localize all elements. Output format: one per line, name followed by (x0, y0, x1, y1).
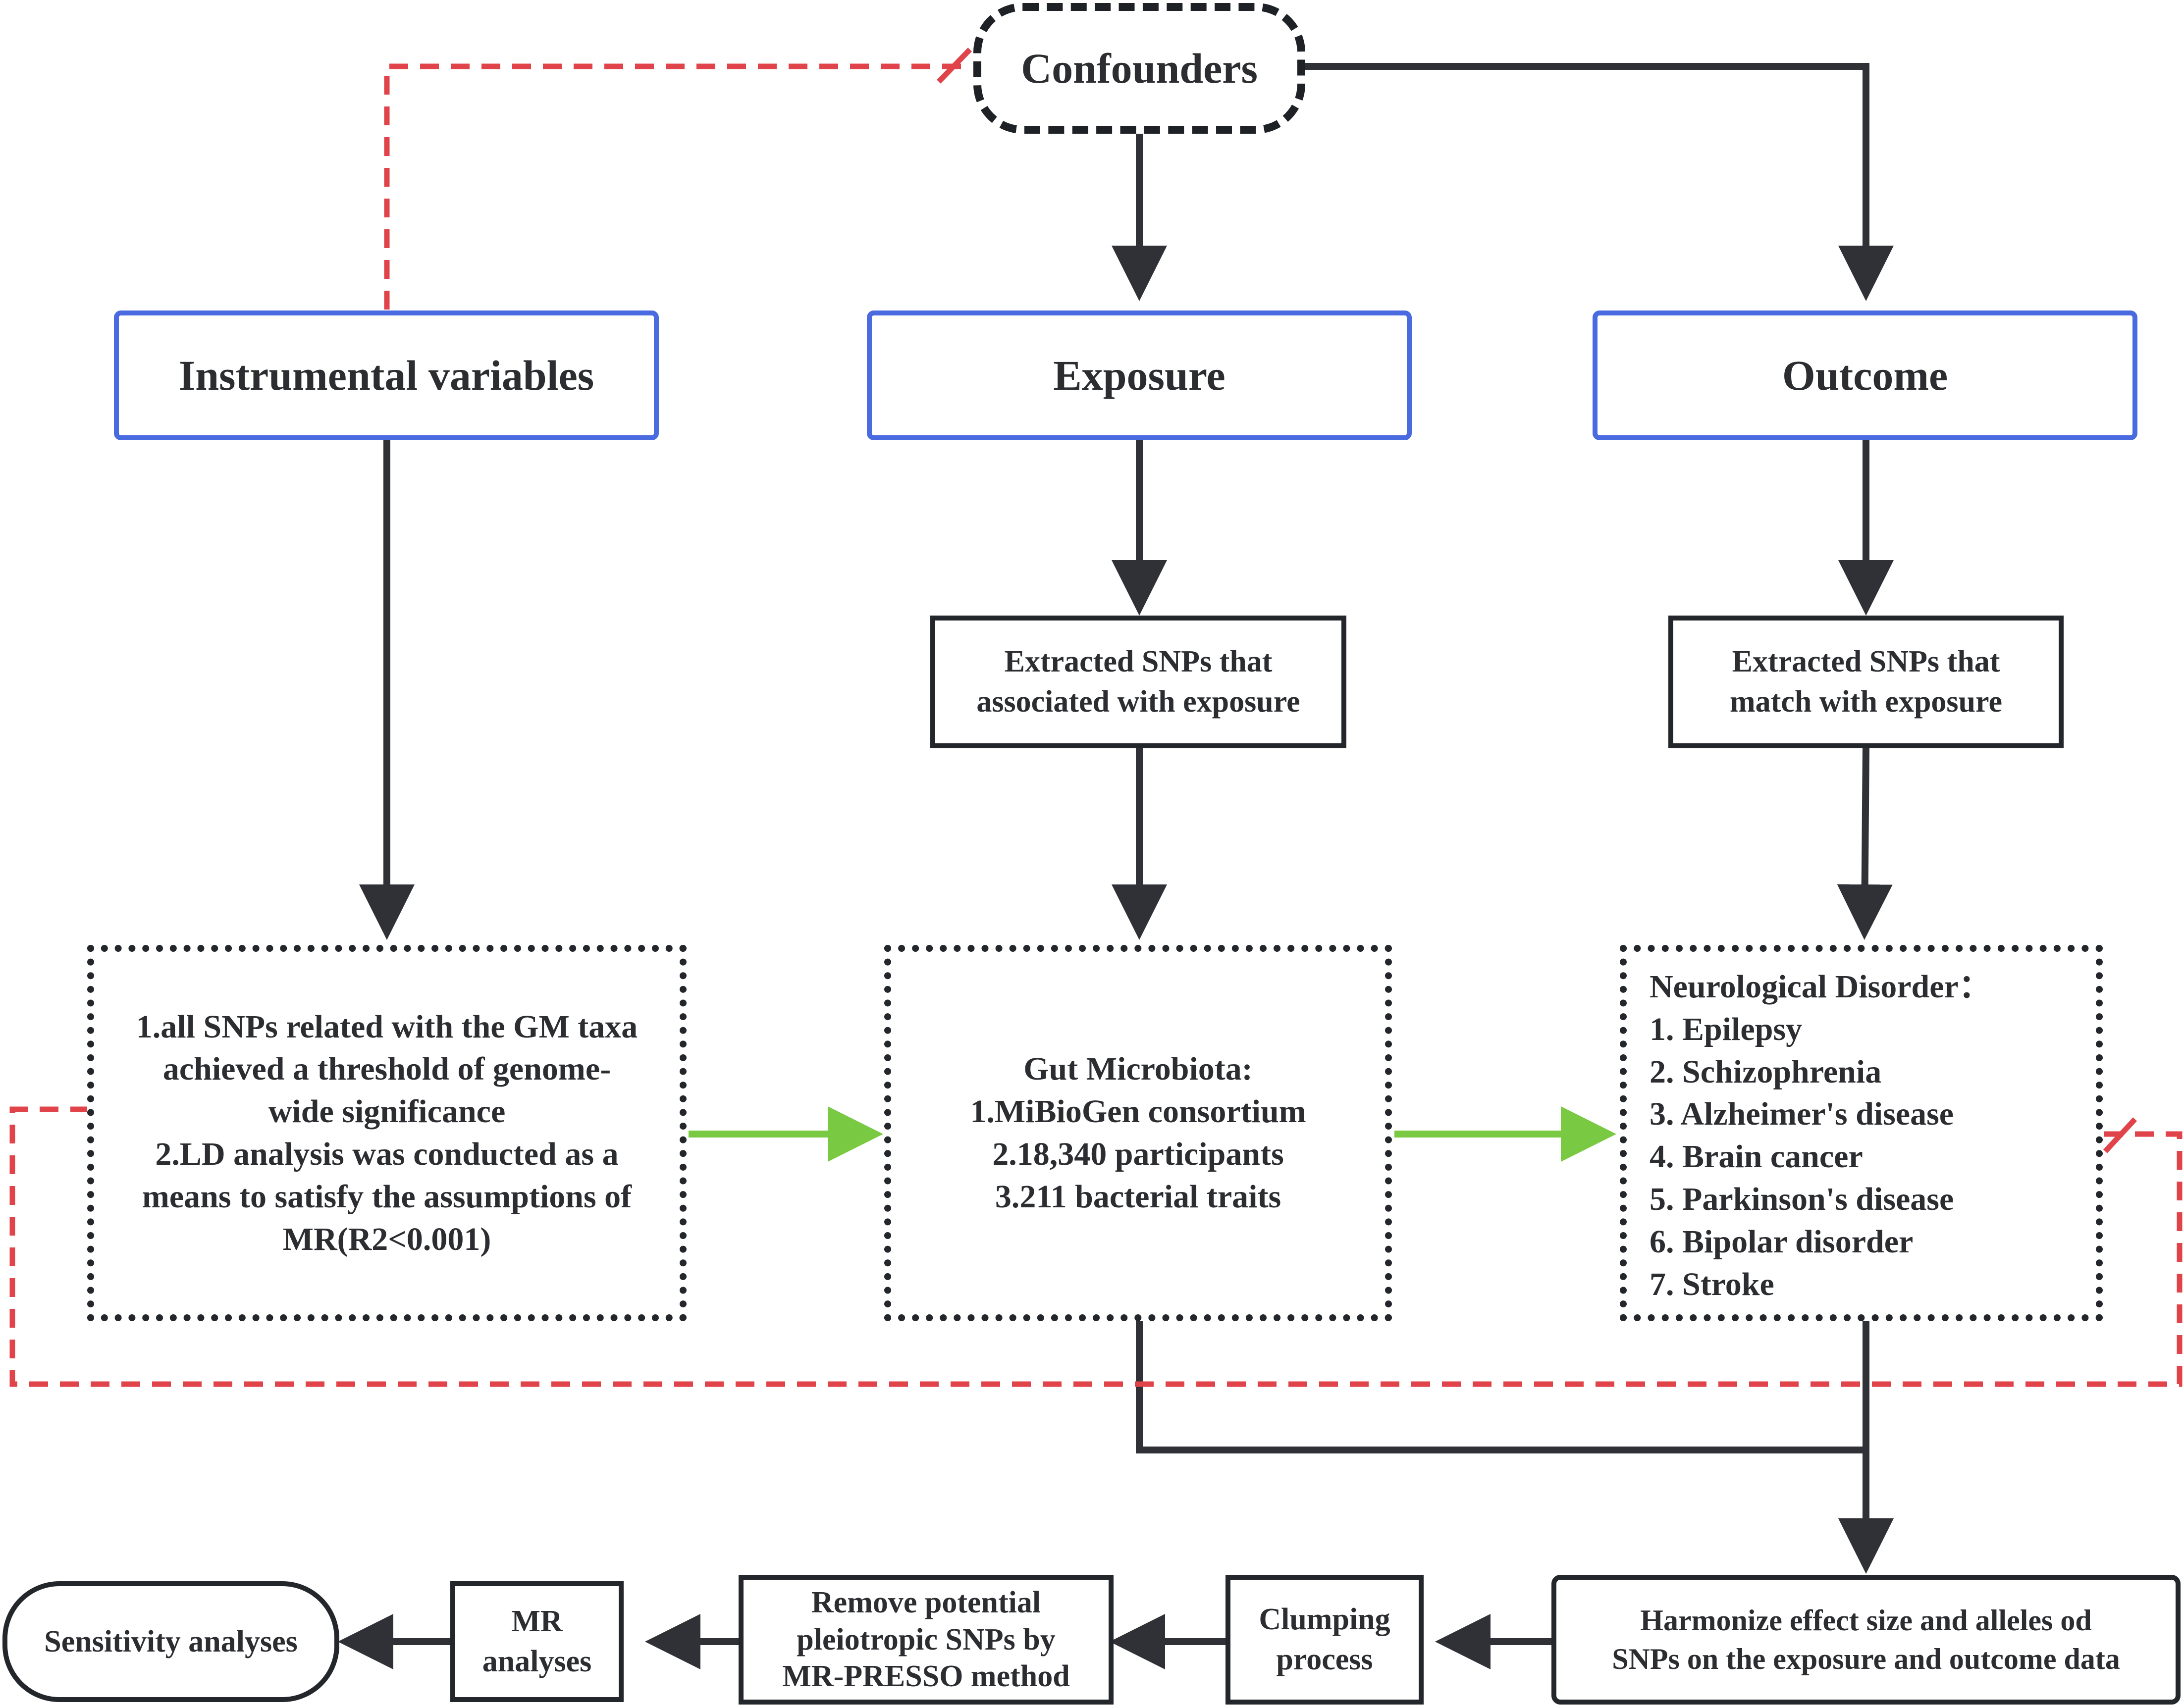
confounders-node: Confounders (973, 3, 1305, 134)
neurological-title: Neurological Disorder： (1650, 969, 1991, 1005)
dashed-iv-to-confounders (384, 63, 966, 310)
clumping-node: Clumping process (1225, 1575, 1424, 1705)
neurological-item: 6. Bipolar disorder (1650, 1223, 1914, 1260)
gut-microbiota-line-4: 3.211 bacterial traits (995, 1178, 1281, 1215)
neurological-item: 7. Stroke (1650, 1266, 1774, 1302)
neurological-item: 3. Alzheimer's disease (1650, 1096, 1954, 1133)
block-mark-outcome (2103, 1117, 2137, 1153)
dashed-iv-to-outcome (9, 1106, 2183, 1387)
exposure-label: Exposure (1053, 352, 1225, 399)
clumping-line-2: process (1276, 1643, 1373, 1676)
mr-analyses-node: MR analyses (450, 1581, 624, 1702)
sensitivity-analyses-label: Sensitivity analyses (44, 1624, 298, 1658)
harmonize-line-2: SNPs on the exposure and outcome data (1612, 1643, 2120, 1675)
arrow-extracted-to-neuro (1837, 747, 1893, 940)
extracted-exposure-line-2: associated with exposure (976, 685, 1300, 719)
extracted-snps-outcome-node: Extracted SNPs that match with exposure (1668, 616, 2064, 748)
line-gut-merge (1136, 1320, 1866, 1453)
instrumental-variables-label: Instrumental variables (178, 352, 594, 399)
mr-analyses-line-1: MR (511, 1604, 563, 1639)
exposure-node: Exposure (867, 311, 1412, 440)
mr-presso-node: Remove potential pleiotropic SNPs by MR-… (739, 1575, 1114, 1705)
neurological-item: 5. Parkinson's disease (1650, 1181, 1954, 1217)
gut-microbiota-line-2: 1.MiBioGen consortium (970, 1093, 1306, 1130)
iv-criteria-node: 1.all SNPs related with the GM taxa achi… (87, 945, 687, 1321)
harmonize-line-1: Harmonize effect size and alleles od (1640, 1604, 2092, 1637)
harmonize-node: Harmonize effect size and alleles od SNP… (1551, 1575, 2181, 1705)
gut-microbiota-line-1: Gut Microbiota: (1023, 1051, 1253, 1087)
clumping-line-1: Clumping (1259, 1603, 1390, 1637)
extracted-outcome-line-2: match with exposure (1730, 685, 2002, 719)
mr-presso-line-1: Remove potential (811, 1586, 1041, 1620)
block-mark-confounders (937, 48, 972, 84)
gut-microbiota-line-3: 2.18,340 participants (992, 1136, 1284, 1172)
mr-presso-line-2: pleiotropic SNPs by (797, 1622, 1056, 1656)
extracted-snps-exposure-node: Extracted SNPs that associated with expo… (930, 616, 1346, 748)
instrumental-variables-node: Instrumental variables (114, 311, 659, 440)
extracted-outcome-line-1: Extracted SNPs that (1732, 645, 2000, 679)
mr-presso-line-3: MR-PRESSO method (782, 1659, 1070, 1694)
neurological-disorder-node: Neurological Disorder： 1. Epilepsy 2. Sc… (1620, 945, 2103, 1321)
confounders-label: Confounders (1021, 45, 1258, 92)
mr-analyses-line-2: analyses (482, 1645, 592, 1678)
sensitivity-analyses-node: Sensitivity analyses (2, 1581, 339, 1702)
iv-criteria-line-4: 2.LD analysis was conducted as a (155, 1136, 619, 1172)
gut-microbiota-node: Gut Microbiota: 1.MiBioGen consortium 2.… (884, 945, 1392, 1321)
neurological-item: 1. Epilepsy (1650, 1011, 1803, 1047)
iv-criteria-line-5: means to satisfy the assumptions of (142, 1178, 632, 1215)
iv-criteria-line-1: 1.all SNPs related with the GM taxa (136, 1008, 638, 1045)
arrow-confounders-to-outcome (1303, 63, 1894, 301)
neurological-item: 2. Schizophrenia (1650, 1053, 1882, 1090)
iv-criteria-line-2: achieved a threshold of genome- (162, 1051, 611, 1087)
outcome-label: Outcome (1782, 352, 1948, 399)
iv-criteria-line-3: wide significance (268, 1093, 506, 1130)
iv-criteria-line-6: MR(R2<0.001) (282, 1221, 491, 1257)
extracted-exposure-line-1: Extracted SNPs that (1004, 645, 1273, 679)
outcome-node: Outcome (1593, 311, 2137, 440)
neurological-item: 4. Brain cancer (1650, 1139, 1863, 1175)
